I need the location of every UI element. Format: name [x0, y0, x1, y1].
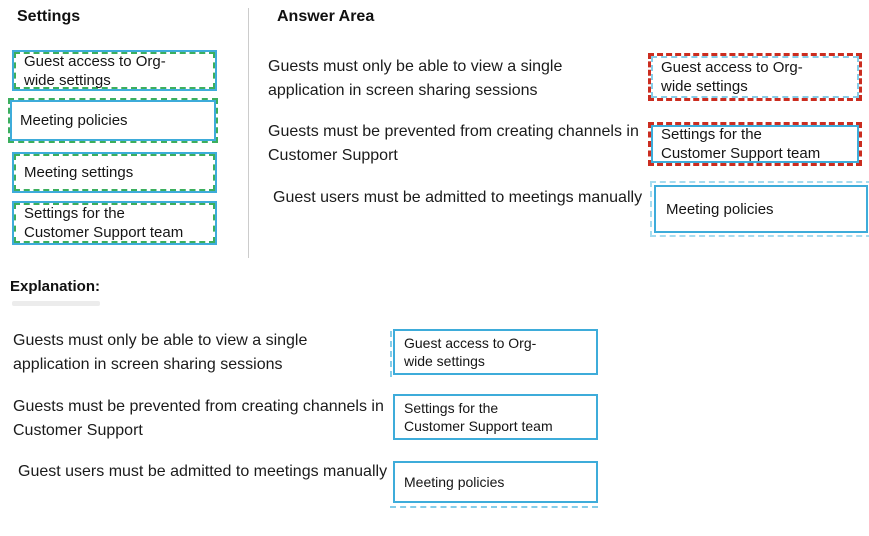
settings-heading: Settings [17, 8, 81, 25]
explanation-answer-label: Meeting policies [404, 474, 505, 490]
faded-text-artifact [12, 301, 100, 306]
explanation-statement-channel-creation: Guests must be prevented from creating c… [13, 398, 384, 439]
statement-screen-sharing: Guests must only be able to view a singl… [268, 58, 563, 99]
answer-drop-zone-2[interactable]: Settings for the Customer Support team [648, 122, 862, 166]
explanation-answer-box-2: Settings for the Customer Support team [393, 394, 598, 440]
explanation-statement-screen-sharing: Guests must only be able to view a singl… [13, 332, 308, 373]
explanation-statement-meeting-admission: Guest users must be admitted to meetings… [18, 463, 388, 480]
explanation-answer-label: Settings for the Customer Support team [404, 400, 553, 434]
answer-drop-zone-3[interactable]: Meeting policies [650, 181, 869, 237]
answer-area-heading: Answer Area [277, 8, 375, 25]
settings-option-label: Meeting policies [20, 112, 128, 129]
answer-drop-zone-1[interactable]: Guest access to Org-wide settings [648, 53, 862, 101]
explanation-answer-label: Guest access to Org-wide settings [404, 335, 537, 369]
explanation-answer-box-1: Guest access to Org-wide settings [390, 329, 598, 377]
settings-option-label: Guest access to Org-wide settings [24, 52, 166, 89]
answer-label: Guest access to Org-wide settings [661, 59, 803, 95]
answer-label: Settings for the Customer Support team [661, 126, 821, 162]
settings-option-label: Meeting settings [24, 164, 134, 181]
explanation-heading: Explanation: [10, 278, 101, 295]
answer-label: Meeting policies [666, 200, 774, 218]
explanation-answer-box-3: Meeting policies [390, 461, 598, 508]
settings-option-meeting-policies[interactable]: Meeting policies [8, 98, 218, 143]
statement-channel-creation: Guests must be prevented from creating c… [268, 123, 639, 164]
statement-meeting-admission: Guest users must be admitted to meetings… [273, 189, 643, 206]
settings-option-label: Settings for the Customer Support team [24, 205, 184, 241]
vertical-divider [248, 8, 249, 258]
settings-option-customer-support-team[interactable]: Settings for the Customer Support team [12, 201, 217, 245]
settings-option-meeting-settings[interactable]: Meeting settings [12, 152, 217, 193]
settings-option-guest-access[interactable]: Guest access to Org-wide settings [12, 50, 217, 91]
